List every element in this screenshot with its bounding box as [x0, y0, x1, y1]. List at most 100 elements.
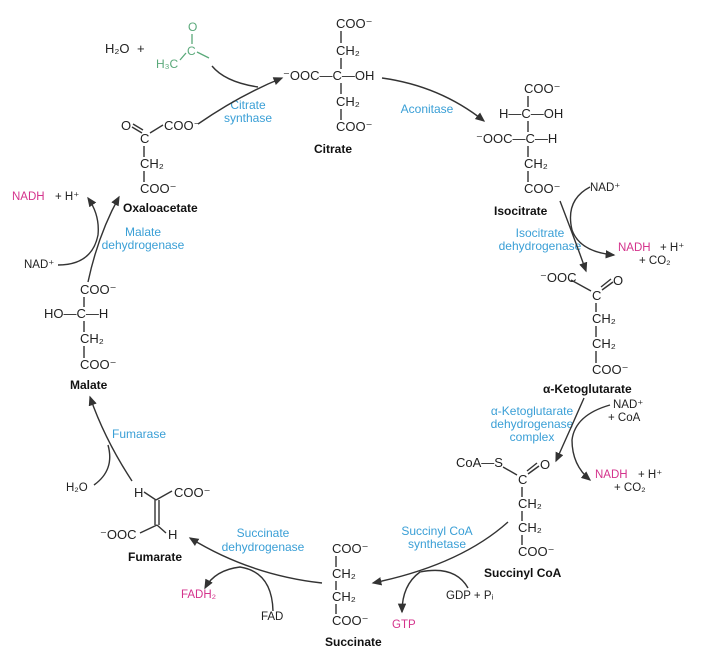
succinyl-coo: COO⁻ [518, 544, 554, 559]
bond [156, 524, 167, 534]
succinyl-carbon: C [518, 472, 527, 487]
enzyme-malate-dehydrogenase: dehydrogenase [102, 238, 185, 252]
arrow-nad-to-nadh [569, 186, 616, 259]
malate-h-plus: + H⁺ [55, 191, 79, 203]
isocitrate-coo-bottom: COO⁻ [524, 181, 560, 196]
fumarate-h: H [168, 527, 177, 542]
reaction-arrows [57, 65, 616, 614]
plus-sign: + [137, 41, 145, 56]
double-bond [600, 278, 612, 288]
arrow-gdp-to-gtp [397, 569, 469, 614]
enzyme-succinyl-coa-synthetase: synthetase [408, 537, 466, 551]
acetyl-coa-group: H₂O + O C H₃C [105, 20, 210, 71]
bond [139, 524, 158, 534]
arrow-isocitrate-to-akg [559, 200, 588, 273]
enzyme-labels: Citrate synthase Aconitase Isocitrate de… [102, 98, 582, 554]
oxaloacetate-molecule: O C COO⁻ CH₂ COO⁻ Oxaloacetate [121, 118, 200, 215]
acetyl-bond [179, 52, 187, 61]
enzyme-isocitrate-dehydrogenase: dehydrogenase [499, 239, 582, 253]
malate-coo-top: COO⁻ [80, 282, 116, 297]
bond [149, 124, 164, 134]
succinate-molecule: COO⁻ CH₂ CH₂ COO⁻ Succinate [325, 541, 382, 649]
fumarate-h: H [134, 485, 143, 500]
malate-nad: NAD⁺ [24, 259, 54, 271]
arrow-fumarate-to-malate [88, 395, 133, 482]
succinate-ch2: CH₂ [332, 566, 356, 581]
water-label: H₂O [105, 41, 130, 56]
double-bond [527, 465, 540, 475]
enzyme-succinate-dehydrogenase: dehydrogenase [222, 540, 305, 554]
oxaloacetate-carbon: C [140, 131, 149, 146]
oxaloacetate-label: Oxaloacetate [123, 201, 198, 215]
succinyl-oxygen: O [540, 457, 550, 472]
akg-nadh: NADH [595, 469, 628, 481]
icd-nadh: NADH [618, 242, 651, 254]
arrow-akg-to-succinylcoa [555, 397, 585, 463]
acetyl-bond [196, 51, 210, 59]
bond [570, 279, 592, 292]
bond [502, 466, 518, 476]
fumarate-label: Fumarate [128, 550, 182, 564]
cofactor-labels: NADH + H⁺ NAD⁺ NAD⁺ NADH + H⁺ + CO₂ NAD⁺… [12, 182, 684, 631]
enzyme-isocitrate-dehydrogenase: Isocitrate [516, 226, 565, 240]
citrate-ch2: CH₂ [336, 43, 360, 58]
enzyme-aconitase: Aconitase [401, 102, 454, 116]
isocitrate-ch2: CH₂ [524, 156, 548, 171]
akg-ch2: CH₂ [592, 311, 616, 326]
arrow-succinate-to-fumarate [188, 537, 323, 584]
double-bond [601, 281, 614, 291]
bond [155, 490, 173, 501]
akg-carbon: C [592, 288, 601, 303]
enzyme-citrate-synthase: Citrate [230, 98, 266, 112]
isocitrate-row1: H—C—OH [499, 106, 563, 121]
acetyl-methyl: H₃C [156, 57, 179, 71]
arrow-succinylcoa-to-succinate [371, 521, 509, 586]
gtp: GTP [392, 619, 416, 631]
alpha-ketoglutarate-label: α-Ketoglutarate [543, 382, 632, 396]
enzyme-malate-dehydrogenase: Malate [125, 225, 161, 239]
akg-coo: COO⁻ [592, 362, 628, 377]
akg-coa: + CoA [608, 412, 641, 424]
succinyl-coa-s: CoA—S [456, 455, 503, 470]
malate-molecule: COO⁻ HO—C—H CH₂ COO⁻ Malate [44, 282, 116, 392]
fumarate-molecule: H COO⁻ ⁻OOC H Fumarate [100, 485, 210, 564]
arrow-oxaloacetate-to-citrate [197, 77, 284, 125]
akg-ch2: CH₂ [592, 336, 616, 351]
enzyme-akg-dehydrogenase: α-Ketoglutarate [491, 404, 574, 418]
malate-ch2: CH₂ [80, 331, 104, 346]
enzyme-akg-dehydrogenase: dehydrogenase [491, 417, 574, 431]
arrow-fad-to-fadh2 [204, 566, 274, 612]
citrate-center-row: ⁻OOC—C—OH [283, 68, 374, 83]
icd-h-plus: + H⁺ [660, 242, 684, 254]
fadh2: FADH₂ [181, 589, 216, 601]
akg-nad: NAD⁺ [613, 399, 643, 411]
isocitrate-row2: ⁻OOC—C—H [476, 131, 557, 146]
succinyl-ch2: CH₂ [518, 520, 542, 535]
oxaloacetate-ch2: CH₂ [140, 156, 164, 171]
acetyl-oxygen: O [188, 20, 197, 34]
icd-nad: NAD⁺ [590, 182, 620, 194]
akg-co2: + CO₂ [614, 482, 646, 494]
double-bond [131, 126, 143, 134]
double-bond [132, 123, 144, 131]
malate-center-row: HO—C—H [44, 306, 108, 321]
enzyme-succinyl-coa-synthetase: Succinyl CoA [401, 524, 472, 538]
fumarate-coo: COO⁻ [174, 485, 210, 500]
succinyl-coa-label: Succinyl CoA [484, 566, 562, 580]
citrate-molecule: COO⁻ CH₂ ⁻OOC—C—OH CH₂ COO⁻ Citrate [283, 16, 374, 156]
citrate-coo-bottom: COO⁻ [336, 119, 372, 134]
oxaloacetate-coo-bottom: COO⁻ [140, 181, 176, 196]
succinate-label: Succinate [325, 635, 382, 649]
succinate-coo-top: COO⁻ [332, 541, 368, 556]
isocitrate-coo-top: COO⁻ [524, 81, 560, 96]
enzyme-fumarase: Fumarase [112, 427, 166, 441]
gdp-pi: GDP + Pᵢ [446, 590, 493, 602]
akg-oxygen: O [613, 273, 623, 288]
citrate-coo-top: COO⁻ [336, 16, 372, 31]
fumarase-water: H₂O [66, 482, 88, 494]
fad: FAD [261, 611, 283, 623]
succinate-ch2: CH₂ [332, 589, 356, 604]
arrow-malate-to-oxaloacetate [87, 195, 120, 283]
malate-coo-bottom: COO⁻ [80, 357, 116, 372]
